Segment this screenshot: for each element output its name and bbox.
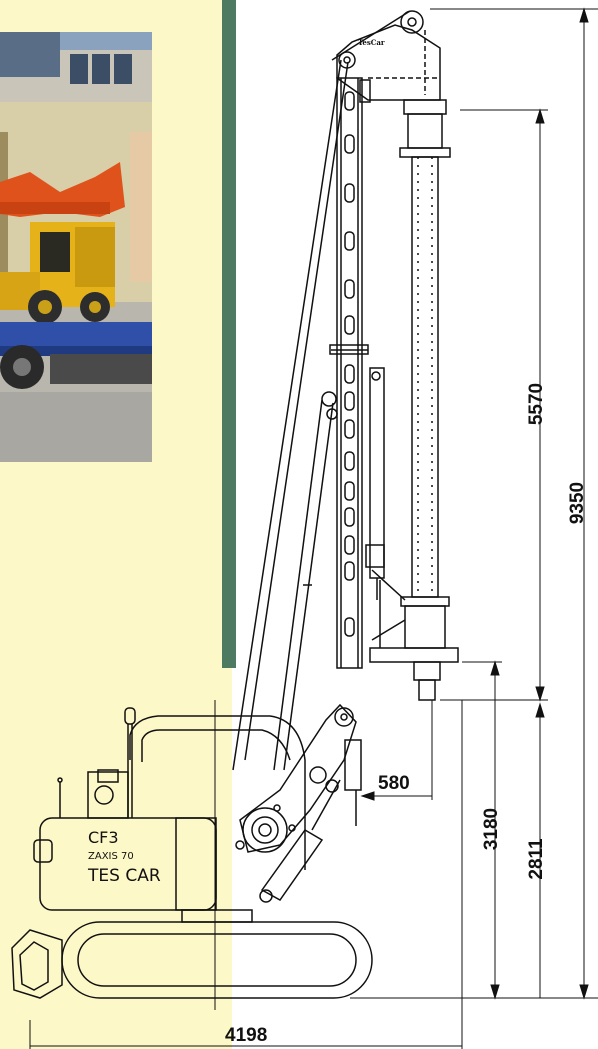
crawler-tracks <box>11 921 373 999</box>
dimension-3180: 3180 <box>481 807 502 851</box>
dimension-580: 580 <box>378 773 410 794</box>
kelly-bar <box>369 99 459 701</box>
mast-logo-label: TesCar <box>358 38 385 47</box>
model-label: CF3 <box>88 828 119 847</box>
dimension-4198: 4198 <box>225 1025 268 1046</box>
green-divider-stripe <box>222 0 236 668</box>
transport-photo <box>0 32 152 462</box>
swing-gear <box>235 804 296 853</box>
dimension-5570: 5570 <box>526 382 547 426</box>
cables <box>232 10 411 771</box>
brand-label: TES CAR <box>88 866 161 886</box>
dimension-2811: 2811 <box>526 838 547 880</box>
base-machine-label: ZAXIS 70 <box>88 851 134 862</box>
mast-cylinder <box>273 367 385 771</box>
boom-arm <box>239 703 362 853</box>
mast <box>329 77 369 669</box>
boom-cylinder <box>259 779 341 903</box>
carrier-base <box>33 707 306 923</box>
dimension-9350: 9350 <box>567 481 588 525</box>
mast-head <box>336 10 441 103</box>
